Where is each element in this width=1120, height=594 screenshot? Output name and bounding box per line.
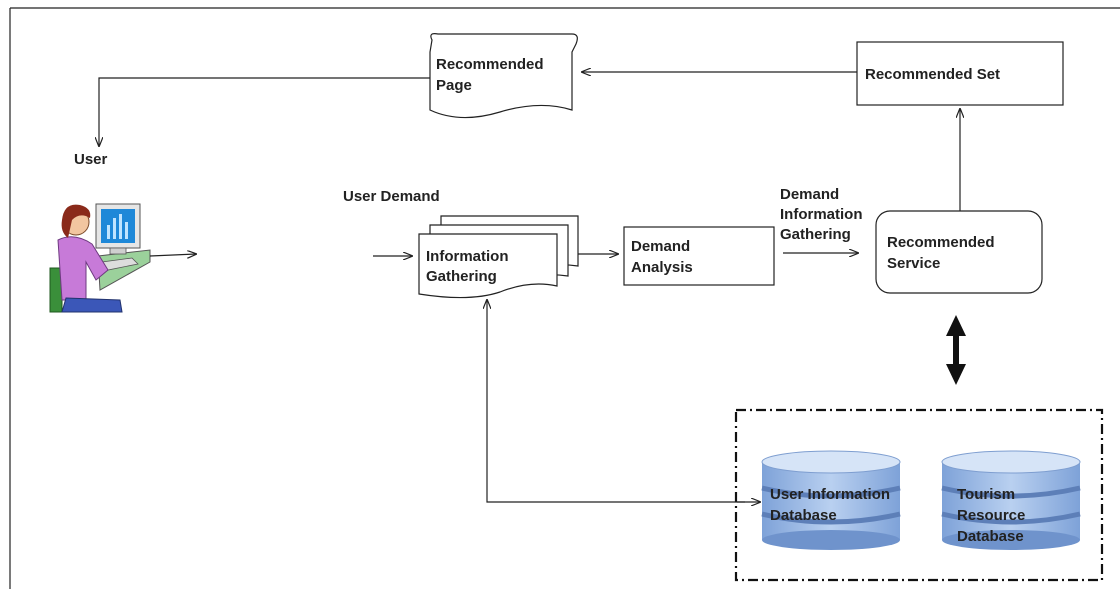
recommended-page-node: Recommended Page: [429, 33, 578, 119]
demand-analysis-label-line1: Demand: [631, 238, 690, 255]
tourism-resource-database-label-line3: Database: [957, 528, 1024, 545]
tourism-resource-database-label-line2: Resource: [957, 507, 1025, 524]
user-demand-label: User Demand: [343, 188, 440, 205]
recommended-set-label: Recommended Set: [865, 66, 1000, 83]
recommended-page-label-line1: Recommended: [436, 56, 544, 73]
database-container: [734, 408, 1104, 582]
user-information-database-label-line1: User Information: [770, 486, 890, 503]
arrow-database-to-information-gathering: [487, 300, 745, 503]
information-gathering-label-line1: Information: [426, 248, 509, 265]
demand-information-gathering-label-line1: Demand: [780, 186, 839, 203]
user-information-database-icon: User Information Database: [761, 450, 901, 550]
demand-analysis-label-line2: Analysis: [631, 259, 693, 276]
recommended-service-label-line1: Recommended: [887, 234, 995, 251]
recommended-service-label-line2: Service: [887, 255, 940, 272]
demand-information-gathering-label-line2: Information: [780, 206, 863, 223]
user-information-database-label-line2: Database: [770, 507, 837, 524]
recommended-service-node: Recommended Service: [875, 210, 1043, 294]
demand-information-gathering-label-line3: Gathering: [780, 226, 851, 243]
recommended-set-node: Recommended Set: [856, 41, 1064, 106]
bidirectional-arrow-icon: [946, 315, 966, 385]
demand-analysis-node: Demand Analysis: [623, 226, 775, 286]
tourism-resource-database-label-line1: Tourism: [957, 486, 1015, 503]
recommended-page-label-line2: Page: [436, 77, 472, 94]
arrow-user-out: [149, 254, 196, 256]
information-gathering-label-line2: Gathering: [426, 268, 497, 285]
user-computer-icon: [49, 203, 151, 313]
information-gathering-node: Information Gathering: [418, 215, 579, 299]
tourism-resource-database-icon: Tourism Resource Database: [941, 450, 1081, 550]
user-label: User: [74, 151, 108, 168]
arrow-page-to-user: [99, 77, 430, 146]
